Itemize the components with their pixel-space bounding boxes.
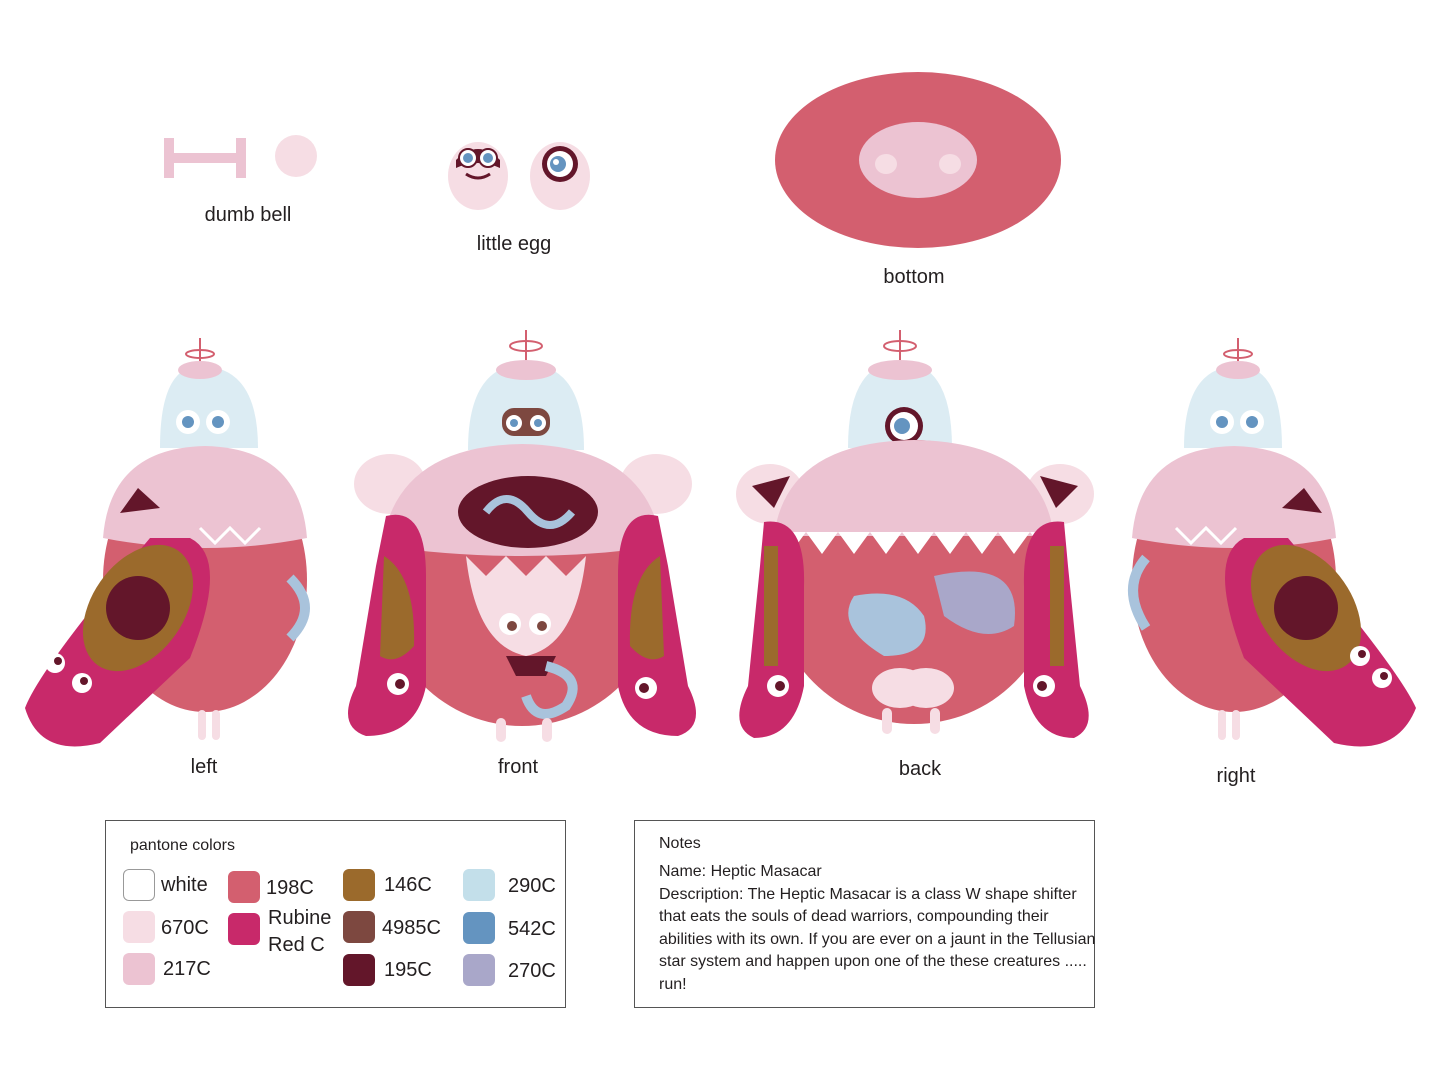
swatch-rubine-red-c	[228, 913, 260, 945]
notes-title: Notes	[659, 835, 701, 852]
swatch-670c	[123, 911, 155, 943]
bottom-label: bottom	[883, 266, 945, 288]
swatch-white	[123, 869, 155, 901]
dumb-bell-illustration	[164, 135, 317, 178]
left-label: left	[190, 756, 218, 778]
little-egg-label: little egg	[476, 233, 552, 255]
bottom-view-illustration	[775, 72, 1061, 248]
back-view-illustration	[736, 330, 1094, 738]
swatch-198c	[228, 871, 260, 903]
swatch-217c	[123, 953, 155, 985]
front-view-illustration	[348, 330, 696, 742]
swatch-270c	[463, 954, 495, 986]
right-label: right	[1216, 765, 1256, 787]
swatch-label-217c: 217C	[163, 958, 211, 980]
swatch-290c	[463, 869, 495, 901]
swatch-label-198c: 198C	[266, 877, 314, 899]
pantone-colors-panel: pantone colors white 670C 217C 198C Rubi…	[105, 820, 566, 1008]
pantone-colors-title: pantone colors	[130, 837, 235, 854]
notes-description: Description: The Heptic Masacar is a cla…	[659, 885, 1096, 993]
swatch-195c	[343, 954, 375, 986]
dumb-bell-label: dumb bell	[204, 204, 292, 226]
swatch-label-rubine-line2: Red C	[268, 934, 325, 956]
swatch-label-290c: 290C	[508, 875, 556, 897]
swatch-label-white: white	[161, 874, 208, 896]
swatch-542c	[463, 912, 495, 944]
right-view-illustration	[1128, 338, 1416, 747]
swatch-label-670c: 670C	[161, 917, 209, 939]
swatch-label-rubine-line1: Rubine	[268, 907, 332, 929]
front-label: front	[497, 756, 539, 778]
swatch-4985c	[343, 911, 375, 943]
notes-body: Name: Heptic Masacar Description: The He…	[659, 861, 1099, 996]
left-view-illustration	[25, 338, 310, 747]
swatch-label-542c: 542C	[508, 918, 556, 940]
notes-name-line: Name: Heptic Masacar	[659, 863, 822, 880]
swatch-label-146c: 146C	[384, 874, 432, 896]
little-egg-illustration	[448, 142, 590, 210]
notes-panel: Notes Name: Heptic Masacar Description: …	[634, 820, 1095, 1008]
back-label: back	[898, 758, 942, 780]
swatch-label-195c: 195C	[384, 959, 432, 981]
swatch-146c	[343, 869, 375, 901]
swatch-label-4985c: 4985C	[382, 917, 441, 939]
swatch-label-270c: 270C	[508, 960, 556, 982]
